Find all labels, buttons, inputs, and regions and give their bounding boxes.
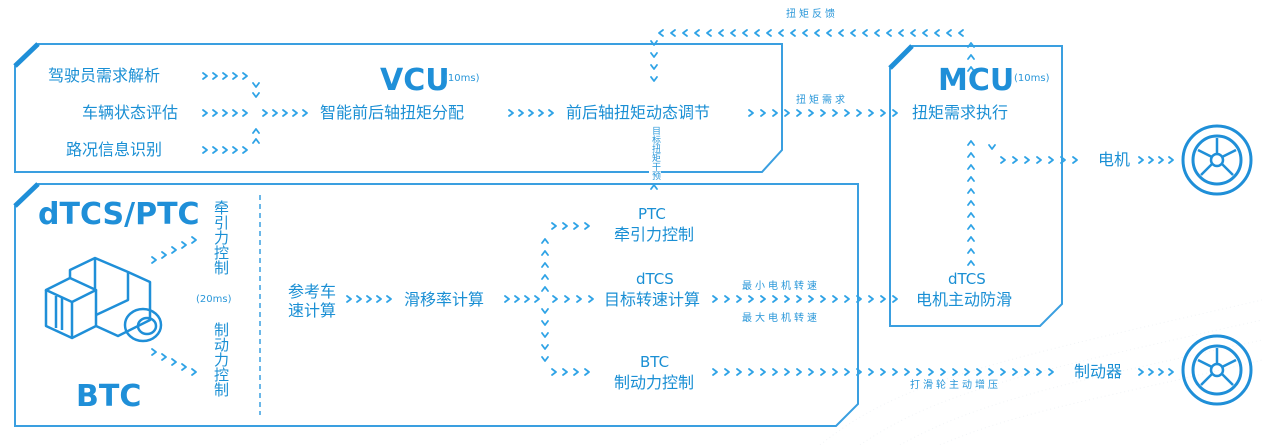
traction-vertical-label: 牵引力控制 xyxy=(212,200,230,275)
vcu-input-driver: 驾驶员需求解析 xyxy=(48,66,161,85)
vcu-allocate: 智能前后轴扭矩分配 xyxy=(320,103,465,122)
btc-desc: 制动力控制 xyxy=(614,373,695,392)
label-max-speed: 最大电机转速 xyxy=(742,313,820,324)
background-wave xyxy=(819,299,1262,445)
slip-calc: 滑移率计算 xyxy=(404,290,485,309)
braking-vertical-label: 制动力控制 xyxy=(212,322,230,397)
dtcs-frame xyxy=(13,182,859,427)
mcu-anti-slip: 电机主动防滑 xyxy=(916,290,1013,309)
arrows-torque-feedback xyxy=(650,29,975,82)
ref-speed-line1: 参考车 xyxy=(288,282,337,301)
label-slip-wheel-pressure: 打滑轮主动增压 xyxy=(910,380,1001,391)
mcu-dtcs-label: dTCS xyxy=(948,270,986,288)
vcu-frame xyxy=(13,42,783,173)
ecu-module-icon xyxy=(44,256,163,343)
mcu-execute: 扭矩需求执行 xyxy=(912,103,1009,122)
ptc-label: PTC xyxy=(638,205,666,223)
mcu-period: (10ms) xyxy=(1014,73,1050,84)
output-brake: 制动器 xyxy=(1074,362,1123,381)
btc-label: BTC xyxy=(640,353,670,371)
wheel-icon-brake xyxy=(1181,334,1253,406)
btc-title: BTC xyxy=(76,379,142,414)
dtcs-ptc-title: dTCS/PTC xyxy=(38,197,200,232)
vcu-period: (10ms) xyxy=(444,73,480,84)
vcu-title: VCU xyxy=(380,63,450,98)
label-target-torque: 目标扭矩干预 xyxy=(649,126,661,180)
vcu-input-vehicle-state: 车辆状态评估 xyxy=(82,103,179,122)
label-torque-request: 扭矩需求 xyxy=(796,95,848,106)
output-motor: 电机 xyxy=(1098,150,1131,169)
label-torque-feedback: 扭矩反馈 xyxy=(786,9,838,20)
vcu-regulate: 前后轴扭矩动态调节 xyxy=(566,103,711,122)
ref-speed-line2: 速计算 xyxy=(288,301,337,320)
vcu-input-road: 路况信息识别 xyxy=(66,140,163,159)
mcu-frame xyxy=(888,44,1063,327)
dtcs-desc: 目标转速计算 xyxy=(604,290,701,309)
dtcs-period: (20ms) xyxy=(196,294,232,305)
wheel-icon-motor xyxy=(1181,124,1253,196)
ptc-desc: 牵引力控制 xyxy=(614,225,695,244)
label-min-speed: 最小电机转速 xyxy=(742,281,820,292)
arrows-vcu-inputs xyxy=(202,72,898,154)
arrows-mcu-internal xyxy=(967,140,1174,266)
mcu-title: MCU xyxy=(938,63,1015,98)
dtcs-label: dTCS xyxy=(636,270,674,288)
